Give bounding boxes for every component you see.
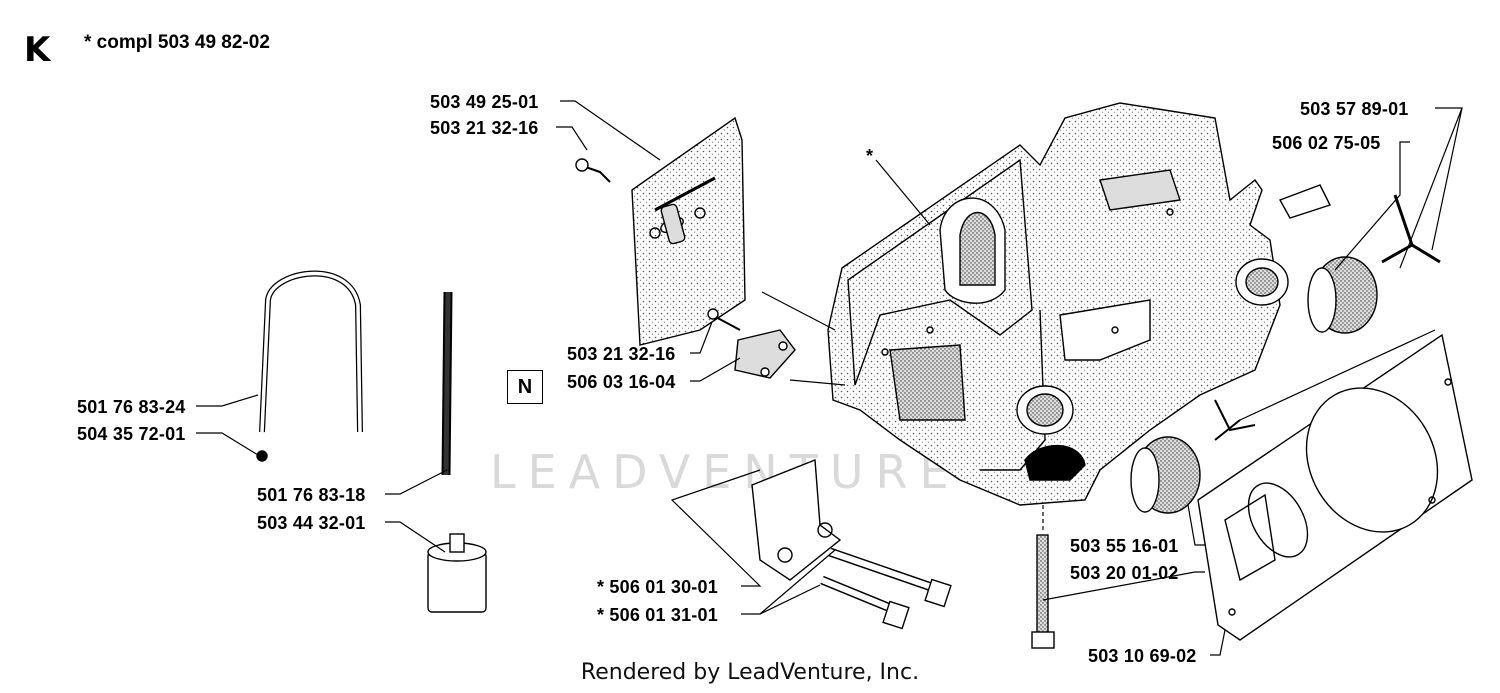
leader-lines [196, 100, 1463, 656]
footer-credit: Rendered by LeadVenture, Inc. [580, 660, 920, 685]
part-label[interactable]: 503 21 32-16 [567, 344, 676, 364]
part-label[interactable]: 501 76 83-18 [257, 485, 366, 505]
part-label[interactable]: 501 76 83-24 [77, 397, 186, 417]
part-label[interactable]: 503 20 01-02 [1070, 563, 1179, 583]
assembly-star: * [866, 146, 874, 166]
part-label[interactable]: 503 21 32-16 [430, 118, 539, 138]
fuel-hose-drawing [256, 270, 363, 462]
part-label[interactable]: 503 10 69-02 [1088, 646, 1197, 666]
fuel-filter-drawing [427, 533, 487, 613]
part-label[interactable]: * 506 01 31-01 [597, 605, 718, 625]
part-label[interactable]: 506 02 75-05 [1272, 133, 1381, 153]
part-label[interactable]: 504 35 72-01 [77, 424, 186, 444]
assembly-note: * compl 503 49 82-02 [84, 32, 270, 53]
part-label[interactable]: 506 03 16-04 [567, 372, 676, 392]
callout-box-n: N [507, 370, 543, 404]
part-label[interactable]: 503 55 16-01 [1070, 536, 1179, 556]
oil-hose-drawing [441, 291, 453, 476]
part-label[interactable]: 503 57 89-01 [1300, 99, 1409, 119]
section-letter: K [24, 30, 51, 70]
part-label[interactable]: 503 44 32-01 [257, 513, 366, 533]
watermark: LEADVENTURE [490, 445, 961, 499]
gasket-drawing [1197, 333, 1473, 641]
buffers-drawing [1130, 194, 1441, 514]
crankcase-housing [827, 102, 1331, 506]
long-screw-drawing [1031, 534, 1055, 649]
bar-bolt-plate-drawing [751, 458, 952, 630]
guide-plate-drawing [575, 116, 746, 346]
part-label[interactable]: 503 49 25-01 [430, 92, 539, 112]
part-label[interactable]: * 506 01 30-01 [597, 577, 718, 597]
chain-catcher-drawing [707, 308, 796, 379]
